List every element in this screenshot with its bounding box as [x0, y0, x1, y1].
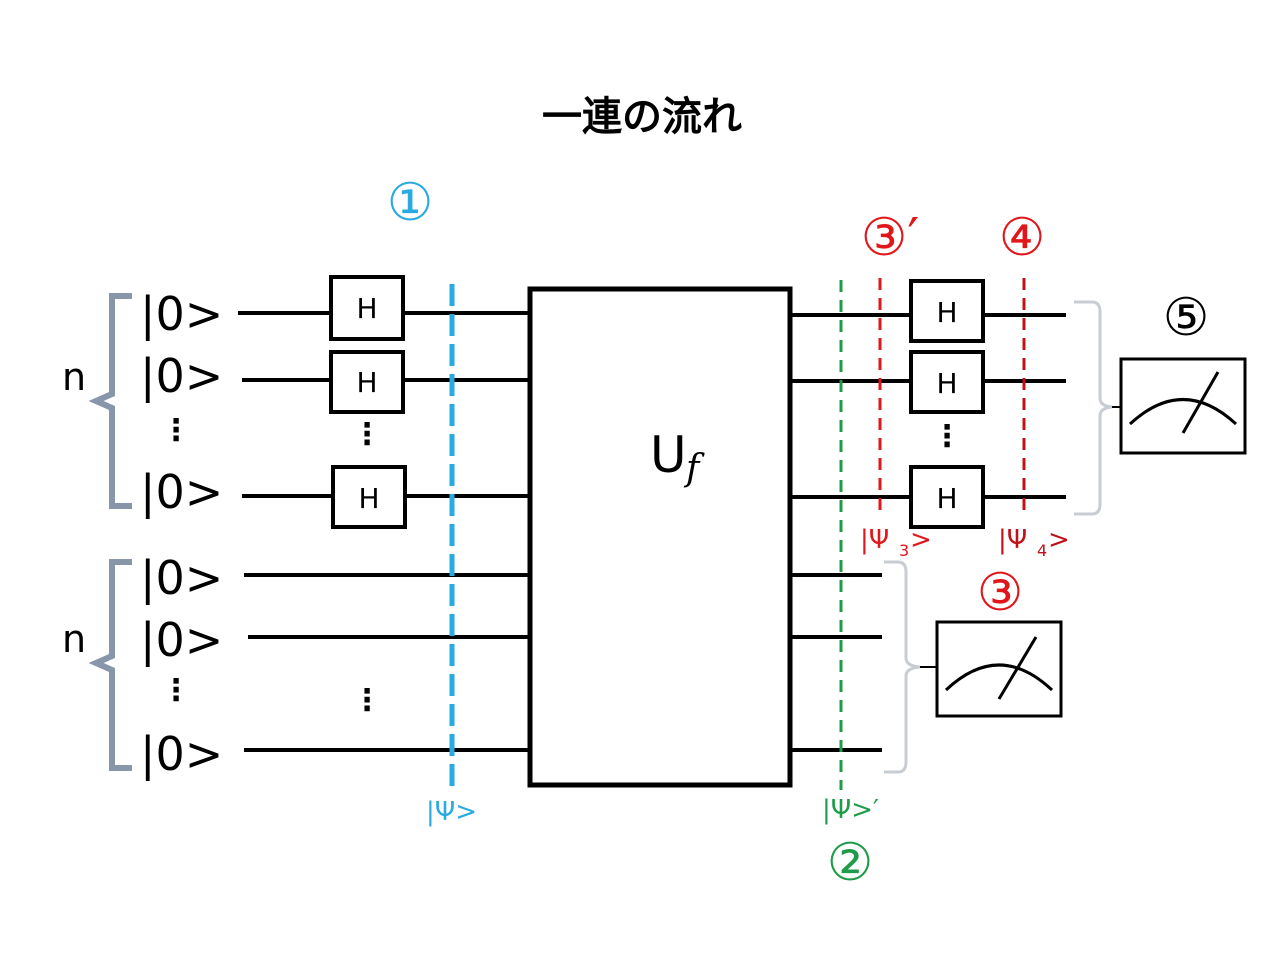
svg-text:H: H — [936, 482, 957, 515]
diagram-title: 一連の流れ — [542, 94, 742, 140]
ket-zero-6: |0> — [140, 727, 223, 782]
lower-ket-ellipsis: ⋮ — [161, 673, 191, 708]
step-3-prime-marker: ③′ — [861, 208, 919, 268]
hadamard-gate-3: H — [331, 465, 407, 529]
psi4-state-label: |Ψ 4 > — [998, 525, 1070, 560]
oracle-label: U — [650, 426, 687, 484]
hadamard-gate-4: H — [909, 279, 985, 343]
svg-text:4: 4 — [1037, 541, 1047, 560]
ket-zero-5: |0> — [140, 613, 223, 668]
step-2-marker: ② — [827, 833, 874, 893]
right-gate-ellipsis: ⋮ — [932, 419, 962, 454]
step-4-marker: ④ — [999, 208, 1046, 268]
step-5-marker: ⑤ — [1163, 288, 1210, 348]
svg-text:H: H — [936, 367, 957, 400]
left-gate-ellipsis: ⋮ — [352, 417, 382, 452]
lower-left-ellipsis: ⋮ — [352, 683, 382, 718]
hadamard-gate-1: H — [329, 275, 405, 341]
svg-text:|Ψ: |Ψ — [860, 525, 889, 555]
meter-icon — [1119, 357, 1247, 455]
svg-text:H: H — [356, 366, 377, 399]
svg-text:>: > — [910, 525, 932, 555]
hadamard-gate-2: H — [329, 350, 405, 414]
svg-text:H: H — [936, 296, 957, 329]
upper-register-brace — [88, 293, 132, 509]
ket-zero-4: |0> — [140, 551, 223, 606]
svg-text:3: 3 — [899, 541, 909, 560]
meter-icon — [935, 620, 1063, 718]
ket-zero-3: |0> — [140, 465, 223, 520]
step-3-marker: ③ — [977, 563, 1024, 623]
upper-register-label: n — [62, 355, 86, 399]
psi-prime-state-label: |Ψ>′ — [822, 795, 879, 825]
psi-state-label: |Ψ> — [426, 797, 477, 827]
oracle-uf-box: U f — [527, 286, 793, 788]
lower-register-brace — [88, 559, 132, 771]
svg-text:H: H — [358, 482, 379, 515]
hadamard-gate-5: H — [909, 350, 985, 414]
psi3-state-label: |Ψ 3 > — [860, 525, 932, 560]
svg-text:|Ψ: |Ψ — [998, 525, 1027, 555]
lower-register-label: n — [62, 617, 86, 661]
upper-output-brace — [1074, 300, 1113, 516]
hadamard-gate-6: H — [909, 465, 985, 529]
svg-text:H: H — [356, 292, 377, 325]
ket-zero-2: |0> — [140, 349, 223, 404]
step-1-marker: ① — [387, 173, 434, 233]
svg-text:>: > — [1048, 525, 1070, 555]
ket-zero-1: |0> — [140, 287, 223, 342]
lower-output-brace — [884, 560, 921, 774]
upper-ket-ellipsis: ⋮ — [161, 413, 191, 448]
